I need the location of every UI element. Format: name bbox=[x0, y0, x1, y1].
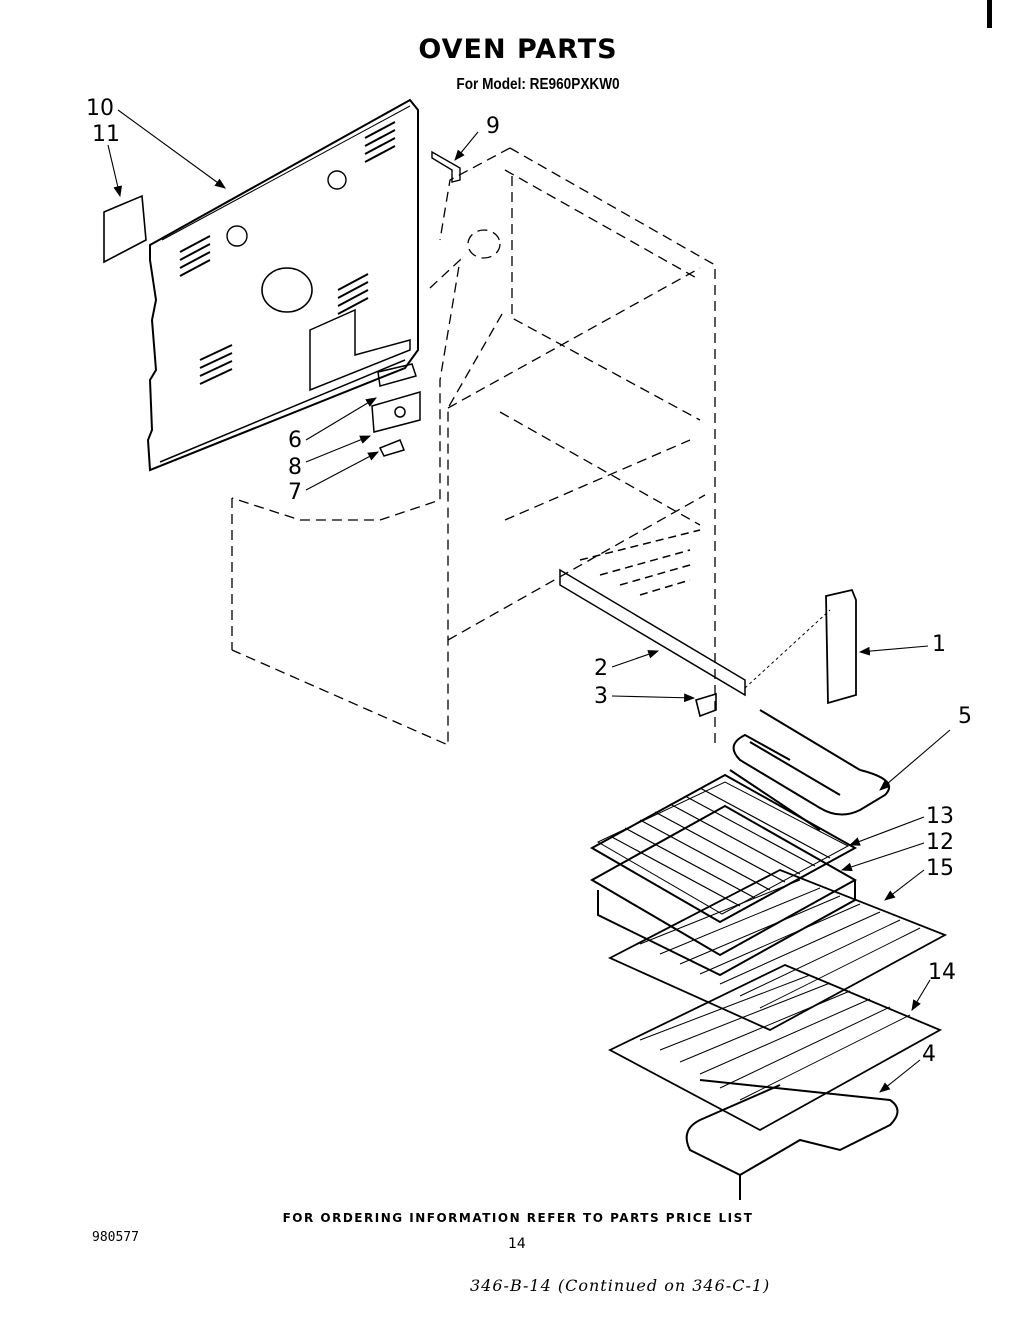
broiler-pan-drawing bbox=[589, 773, 858, 977]
broil-element-drawing bbox=[729, 709, 891, 831]
callout-2: 2 bbox=[594, 656, 608, 681]
document-number: 980577 bbox=[92, 1230, 139, 1245]
handwritten-note: 346-B-14 (Continued on 346-C-1) bbox=[470, 1276, 771, 1295]
bake-element-drawing bbox=[685, 1079, 899, 1200]
top-bracket-drawing bbox=[431, 150, 461, 183]
callout-10: 10 bbox=[86, 96, 114, 121]
callout-3: 3 bbox=[594, 684, 608, 709]
callout-1: 1 bbox=[932, 632, 946, 657]
page-number: 14 bbox=[508, 1236, 526, 1252]
rail-drawing bbox=[559, 529, 831, 697]
terminal-parts-drawing bbox=[371, 363, 421, 457]
scan-edge-mark bbox=[987, 0, 992, 28]
callout-13: 13 bbox=[926, 804, 954, 829]
callout-12: 12 bbox=[926, 830, 954, 855]
callout-11: 11 bbox=[92, 122, 120, 147]
leader-lines bbox=[107, 109, 951, 1093]
ordering-note: FOR ORDERING INFORMATION REFER TO PARTS … bbox=[282, 1211, 754, 1225]
cabinet-frame-drawing bbox=[231, 147, 716, 746]
access-cover-drawing bbox=[103, 194, 147, 264]
side-trim-drawing bbox=[825, 588, 857, 705]
small-bracket-drawing bbox=[695, 692, 717, 718]
page-title: OVEN PARTS bbox=[418, 34, 618, 65]
model-label: For Model: RE960PXKW0 bbox=[456, 76, 620, 93]
callout-14: 14 bbox=[928, 960, 956, 985]
callout-9: 9 bbox=[486, 114, 500, 139]
callout-6: 6 bbox=[288, 428, 302, 453]
callout-15: 15 bbox=[926, 856, 954, 881]
callout-5: 5 bbox=[958, 704, 972, 729]
back-panel-drawing bbox=[146, 98, 419, 472]
oven-rack-upper-drawing bbox=[607, 869, 948, 1032]
oven-rack-lower-drawing bbox=[608, 964, 943, 1132]
callout-4: 4 bbox=[922, 1042, 936, 1067]
callout-7: 7 bbox=[288, 480, 302, 505]
callout-8: 8 bbox=[288, 455, 302, 480]
